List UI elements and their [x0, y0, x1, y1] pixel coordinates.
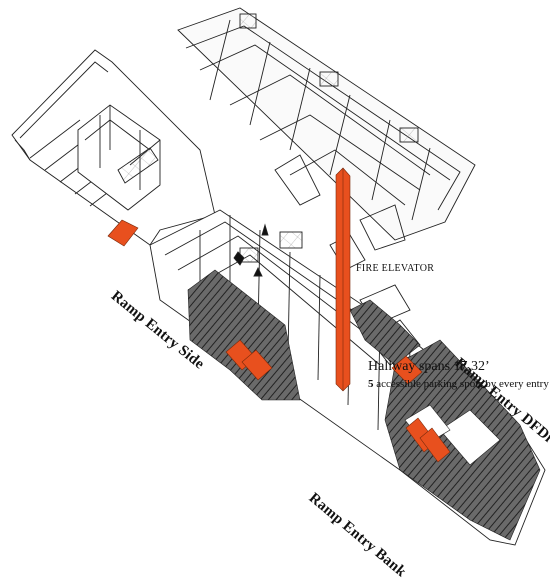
fire-elevator-label: FIRE ELEVATOR	[356, 263, 435, 274]
parking-spot-left-2	[241, 349, 273, 381]
upper-wing	[177, 7, 476, 251]
parking-text: accessible parking spots by every entry …	[376, 378, 550, 390]
parking-spot-right-1	[391, 355, 423, 385]
highlights	[107, 167, 451, 463]
parking-caption: 5 accessible parking spots by every entr…	[368, 378, 550, 390]
hallway-span-caption: Hallway spans 17.32’	[368, 359, 490, 374]
parking-spot-upper	[107, 219, 139, 247]
paved-areas	[187, 269, 541, 541]
parking-spot-bottom-2	[419, 427, 451, 463]
parking-count: 5	[368, 378, 374, 390]
